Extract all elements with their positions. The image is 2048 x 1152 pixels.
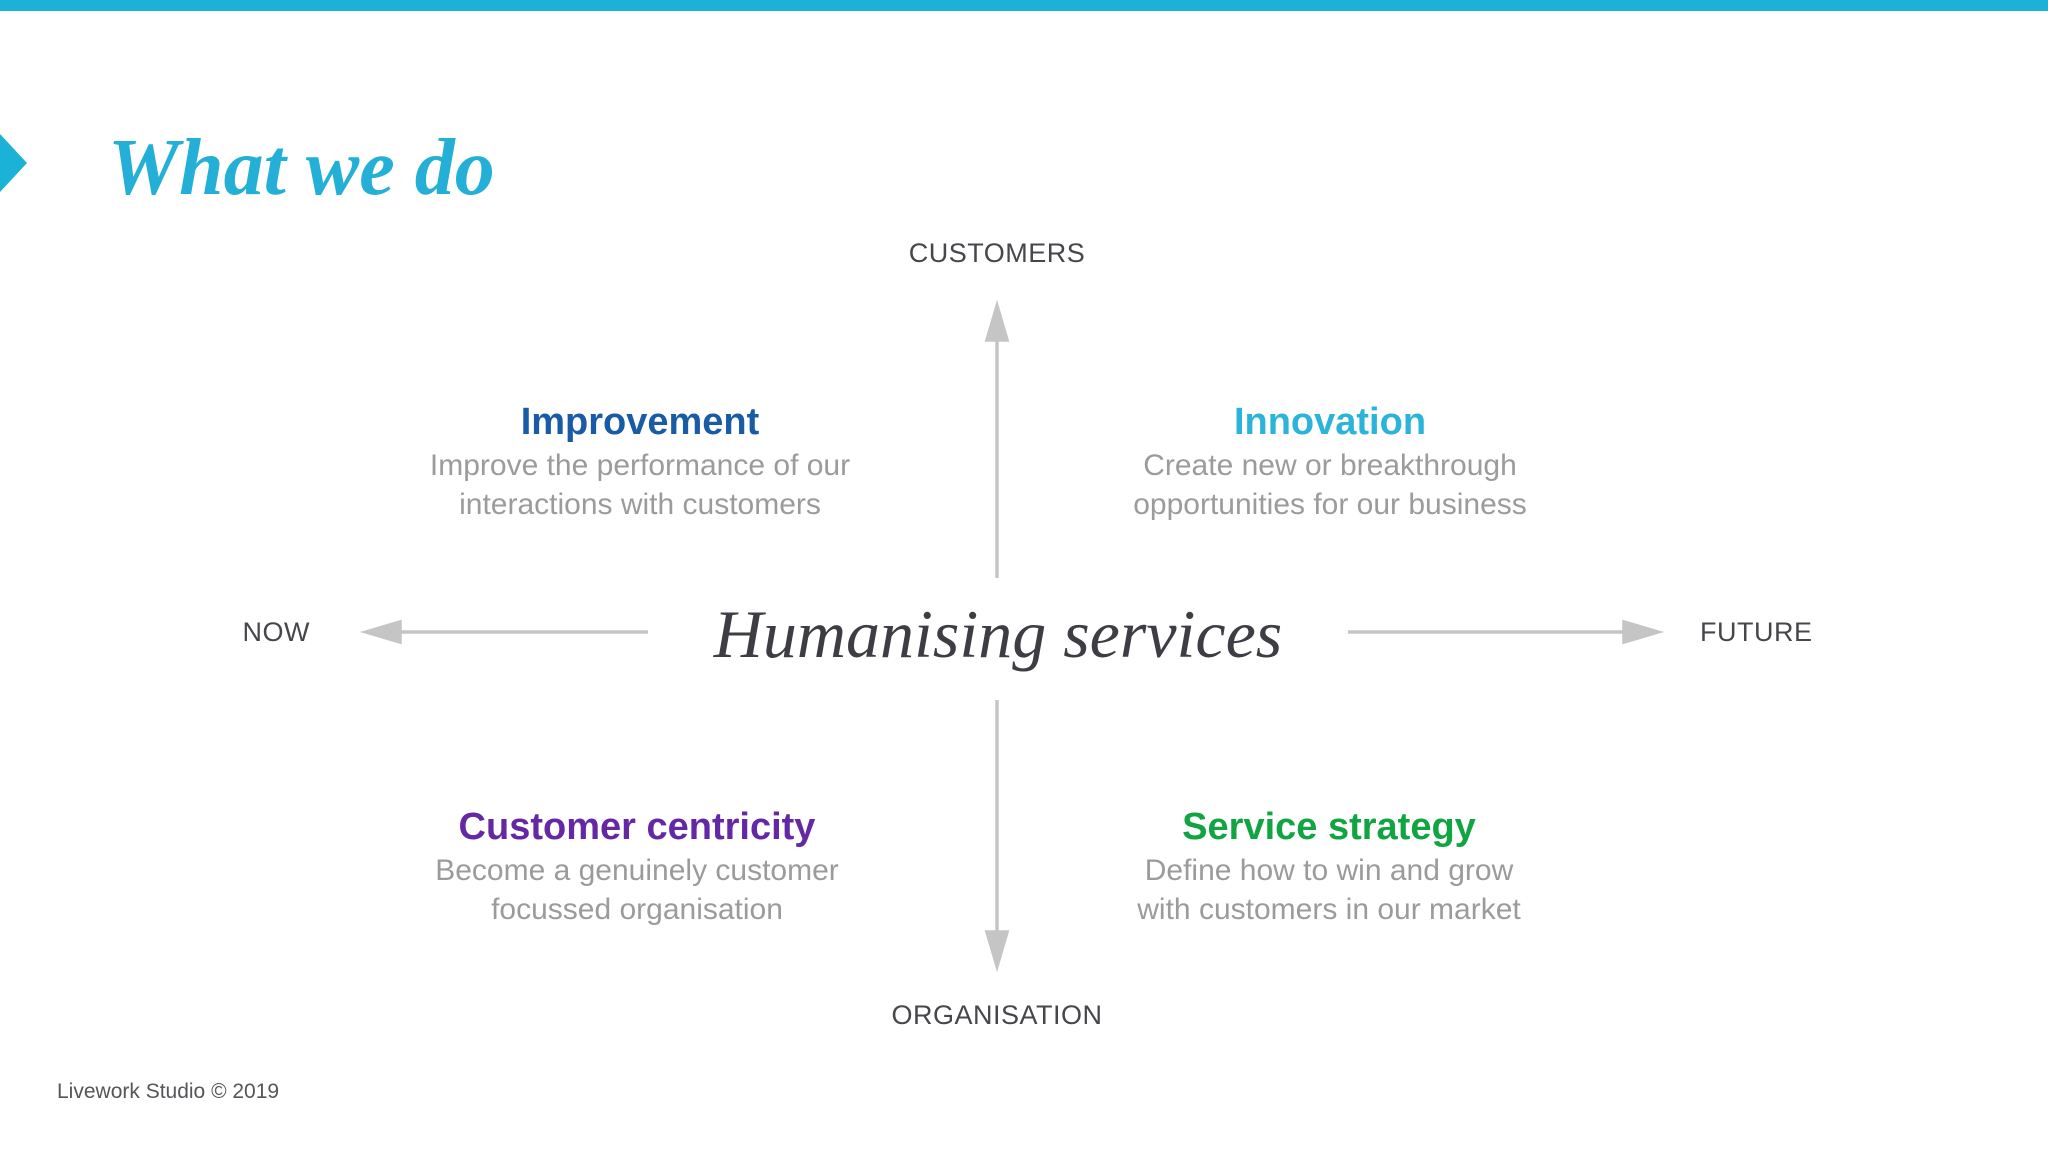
quadrant-description-line: with customers in our market [1137,893,1521,926]
up-arrowhead-icon [984,299,1010,342]
quadrant-description-line: Improve the performance of our [429,449,851,482]
quadrant-customer-centricity: Customer centricity Become a genuinely c… [327,803,947,929]
left-arrowhead-icon [359,619,402,645]
quadrant-description-line: Define how to win and grow [1144,854,1514,887]
top-accent-bar [0,0,2048,11]
axis-label-customers: CUSTOMERS [908,238,1086,268]
axis-label-now: NOW [242,617,310,647]
down-arrowhead-icon [984,930,1010,973]
quadrant-service-strategy: Service strategy Define how to win and g… [1019,803,1639,929]
quadrant-description-line: Become a genuinely customer [435,854,839,887]
matrix-center-label: Humanising services [713,596,1283,672]
axis-label-future: FUTURE [1700,617,1813,647]
quadrant-description-line: opportunities for our business [1133,488,1527,521]
quadrant-heading: Service strategy [1182,806,1476,848]
quadrant-innovation: Innovation Create new or breakthrough op… [1020,398,1640,524]
quadrant-heading: Improvement [520,401,760,443]
slide-title: What we do [108,124,495,212]
quadrant-description-line: interactions with customers [459,488,821,521]
quadrant-description-line: focussed organisation [491,893,783,926]
quadrant-heading: Customer centricity [458,806,816,848]
right-arrowhead-icon [1622,619,1665,645]
quadrant-heading: Innovation [1233,401,1427,443]
axis-label-organisation: ORGANISATION [891,1000,1103,1030]
copyright-note: Livework Studio © 2019 [57,1080,280,1103]
quadrant-description-line: Create new or breakthrough [1143,449,1517,482]
quadrant-improvement: Improvement Improve the performance of o… [330,398,950,524]
